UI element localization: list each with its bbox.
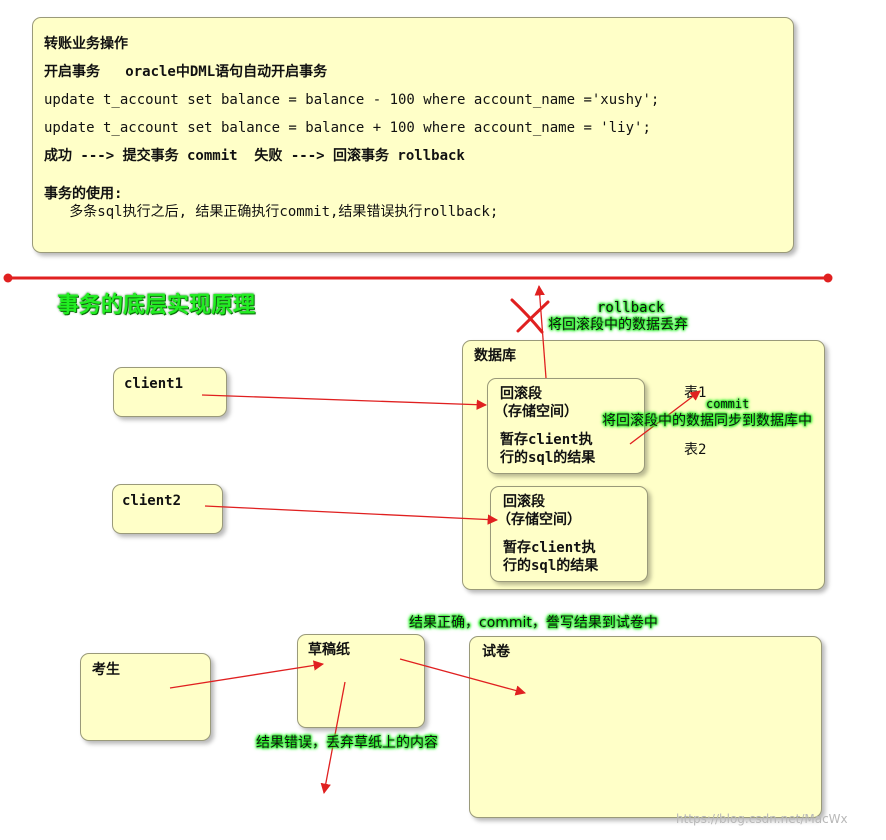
client2-box xyxy=(112,484,223,534)
client1-arrow xyxy=(201,394,488,410)
commit-desc: 将回滚段中的数据同步到数据库中 xyxy=(602,413,812,429)
draft-to-exam-arrow xyxy=(399,658,527,696)
segment1-sub: （存储空间） xyxy=(494,404,578,420)
divider-dot-right xyxy=(823,273,833,283)
box-line-update1: update t_account set balance = balance -… xyxy=(44,92,660,108)
commit-arrow xyxy=(629,390,701,445)
client2-arrow xyxy=(204,505,499,525)
box-line-usage: 多条sql执行之后, 结果正确执行commit,结果错误执行rollback; xyxy=(44,204,499,220)
rollback-label: rollback xyxy=(597,300,665,316)
examinee-box xyxy=(80,653,211,741)
segment2-line1: 暂存client执 xyxy=(503,540,596,556)
examinee-label: 考生 xyxy=(92,662,120,678)
segment1-line1: 暂存client执 xyxy=(500,432,593,448)
box-line-result: 成功 ---> 提交事务 commit 失败 ---> 回滚事务 rollbac… xyxy=(44,148,465,164)
client1-label: client1 xyxy=(124,376,184,392)
rollback-segment-1 xyxy=(487,378,645,474)
segment1-title: 回滚段 xyxy=(500,386,542,402)
segment1-line2: 行的sql的结果 xyxy=(500,450,596,466)
box-line-update2: update t_account set balance = balance +… xyxy=(44,120,651,136)
segment2-title: 回滚段 xyxy=(503,494,545,510)
database-title: 数据库 xyxy=(474,348,516,364)
commit-label: commit xyxy=(706,397,750,411)
divider-dot-left xyxy=(3,273,13,283)
rollback-segment-2 xyxy=(490,486,648,582)
table2-label: 表2 xyxy=(684,442,707,458)
draft-paper-box xyxy=(297,634,425,728)
box-line-begin: 开启事务 oracle中DML语句自动开启事务 xyxy=(44,64,328,80)
examinee-to-draft-arrow xyxy=(169,660,325,689)
cross-mark xyxy=(510,298,550,334)
segment2-sub: （存储空间） xyxy=(497,512,581,528)
discard-arrow xyxy=(320,681,346,795)
draft-paper-label: 草稿纸 xyxy=(308,642,350,658)
section-title: 事务的底层实现原理 xyxy=(57,293,256,318)
exam-paper-label: 试卷 xyxy=(482,644,510,660)
correct-desc: 结果正确，commit，誊写结果到试卷中 xyxy=(409,615,658,631)
watermark: https://blog.csdn.net/MacWx xyxy=(676,812,848,826)
box-line-usage-title: 事务的使用: xyxy=(44,186,123,202)
exam-paper-box xyxy=(469,636,822,818)
client1-box xyxy=(113,367,227,417)
client2-label: client2 xyxy=(122,493,182,509)
box-title: 转账业务操作 xyxy=(44,36,128,52)
segment2-line2: 行的sql的结果 xyxy=(503,558,599,574)
wrong-desc: 结果错误，丢弃草纸上的内容 xyxy=(256,735,438,751)
transaction-code-box xyxy=(32,17,794,253)
rollback-desc: 将回滚段中的数据丢弃 xyxy=(548,317,688,333)
